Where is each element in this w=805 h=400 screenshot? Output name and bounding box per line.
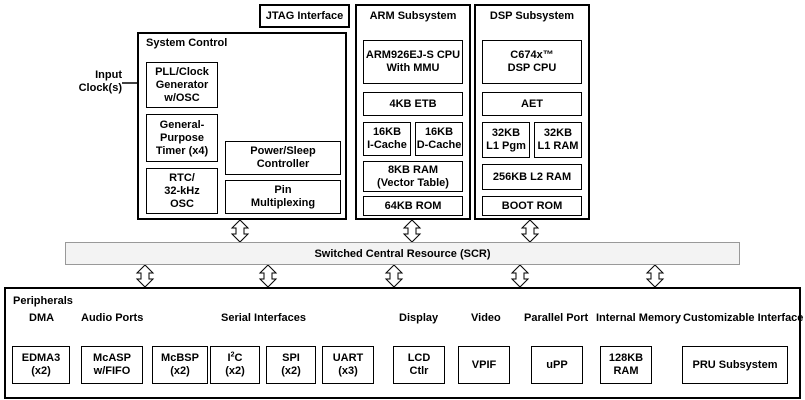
group-video: Video [471,312,501,324]
uart: UART(x3) [322,346,374,384]
arm-rom: 64KB ROM [363,196,463,216]
group-serial: Serial Interfaces [221,312,306,324]
mcbsp: McBSP(x2) [152,346,208,384]
group-parallel: Parallel Port [524,312,589,324]
group-audio: Audio Ports [81,312,144,324]
peripherals-title: Peripherals [13,295,73,307]
vpif: VPIF [458,346,510,384]
scr-periph-arrow-1 [135,264,155,288]
arm-vector-ram: 8KB RAM(Vector Table) [363,161,463,192]
group-custom: Customizable Interface [683,312,804,324]
peripherals-block: Peripherals DMA Audio Ports Serial Inter… [4,287,804,399]
arm-subsystem-title: ARM Subsystem [369,10,457,22]
i2c: I2C(x2) [210,346,260,384]
scr-periph-arrow-5 [645,264,665,288]
dsp-aet: AET [482,92,582,116]
arm-etb: 4KB ETB [363,92,463,116]
upp: uPP [531,346,583,384]
input-clock-label: Input Clock(s) [78,69,122,94]
scr-periph-arrow-3 [384,264,404,288]
dsp-scr-arrow [520,219,540,243]
system-control-title: System Control [146,37,228,49]
switched-central-resource: Switched Central Resource (SCR) [65,242,740,265]
edma3: EDMA3(x2) [12,346,70,384]
jtag-label: JTAG Interface [265,10,344,22]
jtag-interface-box: JTAG Interface [259,4,350,28]
pru-subsystem: PRU Subsystem [682,346,788,384]
scr-periph-arrow-4 [510,264,530,288]
group-display: Display [399,312,439,324]
dsp-boot-rom: BOOT ROM [482,196,582,216]
sysctrl-scr-arrow [230,219,250,243]
arm-scr-arrow [402,219,422,243]
scr-periph-arrow-2 [258,264,278,288]
dsp-l2-ram: 256KB L2 RAM [482,164,582,190]
dsp-subsystem-title: DSP Subsystem [489,10,575,22]
group-dma: DMA [29,312,55,324]
group-memory: Internal Memory [596,312,681,324]
spi: SPI(x2) [266,346,316,384]
